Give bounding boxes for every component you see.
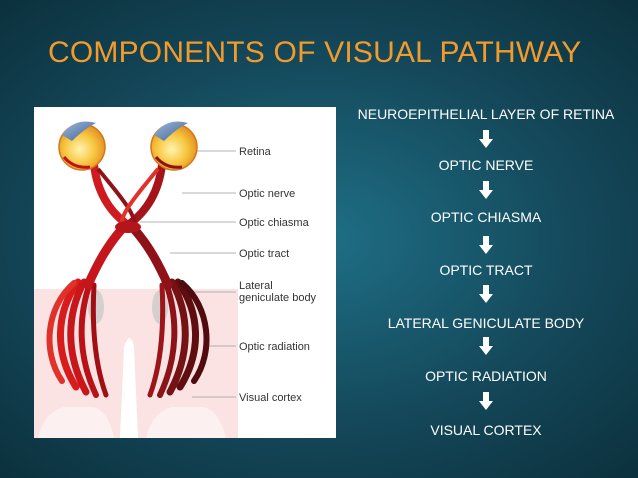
pathway-flow: NEUROEPITHELIAL LAYER OF RETINA OPTIC NE… xyxy=(344,96,628,446)
eye-left xyxy=(58,121,106,171)
optic-tract-left xyxy=(83,224,127,290)
flow-step-optic-tract: OPTIC TRACT xyxy=(439,262,533,278)
optic-tract-right xyxy=(129,224,173,290)
down-arrow-icon xyxy=(479,130,493,148)
figure-label-visual-cortex: Visual cortex xyxy=(239,392,302,404)
flow-step-visual-cortex: VISUAL CORTEX xyxy=(430,422,542,438)
figure-label-optic-radiation: Optic radiation xyxy=(239,341,310,353)
figure-label-optic-tract: Optic tract xyxy=(239,248,289,260)
label-leader-lines xyxy=(140,150,236,398)
flow-step-optic-radiation: OPTIC RADIATION xyxy=(425,368,547,384)
cortex-shading-right xyxy=(146,407,226,438)
visual-pathway-diagram: Retina Optic nerve Optic chiasma Optic t… xyxy=(34,107,336,438)
figure-label-optic-chiasma: Optic chiasma xyxy=(239,217,310,229)
figure-label-retina: Retina xyxy=(239,146,272,158)
flow-step-optic-nerve: OPTIC NERVE xyxy=(438,157,534,173)
slide-title: COMPONENTS OF VISUAL PATHWAY xyxy=(48,36,582,69)
optic-radiation-left xyxy=(46,278,109,398)
optic-radiation-right xyxy=(147,278,210,398)
flow-step-retina: NEUROEPITHELIAL LAYER OF RETINA xyxy=(357,106,615,122)
figure-label-optic-nerve: Optic nerve xyxy=(239,188,295,200)
optic-chiasma xyxy=(115,221,141,233)
midline-fissure xyxy=(120,338,138,438)
eye-right xyxy=(150,121,198,171)
down-arrow-icon xyxy=(479,285,493,303)
cortex-shading-left xyxy=(38,407,114,438)
down-arrow-icon xyxy=(479,337,493,355)
down-arrow-icon xyxy=(479,236,493,254)
down-arrow-icon xyxy=(479,181,493,199)
flow-step-lgb: LATERAL GENICULATE BODY xyxy=(387,315,585,331)
flow-step-optic-chiasma: OPTIC CHIASMA xyxy=(430,209,542,225)
visual-pathway-illustration: Retina Optic nerve Optic chiasma Optic t… xyxy=(34,121,317,438)
down-arrow-icon xyxy=(479,392,493,410)
